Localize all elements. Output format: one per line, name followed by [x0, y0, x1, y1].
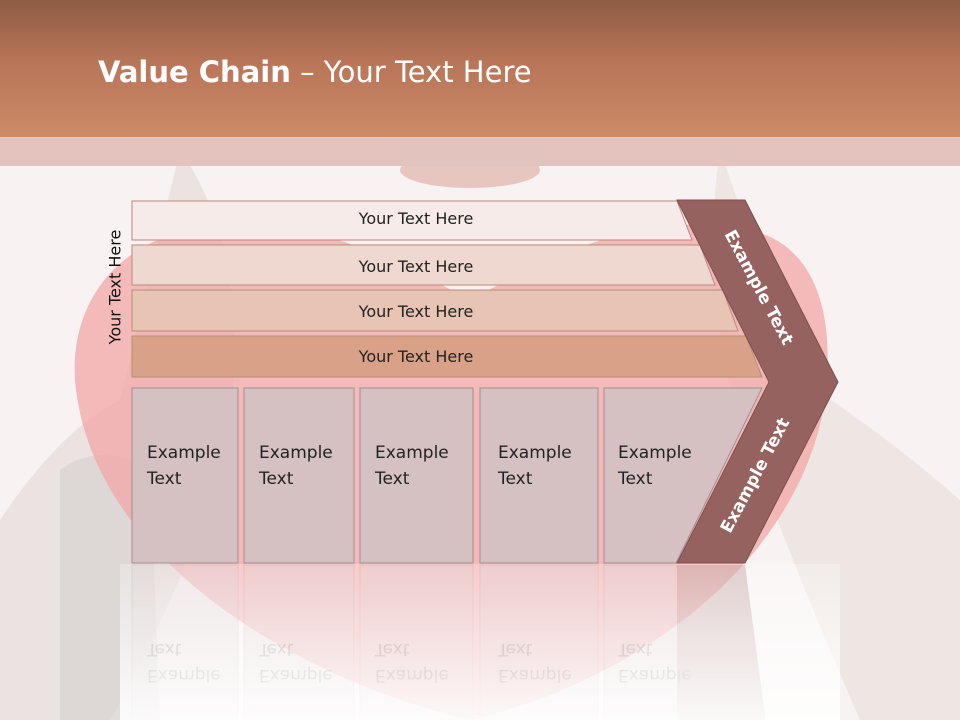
column-1 [131, 387, 239, 564]
title-bold: Value Chain [98, 55, 291, 89]
title-rest: – Your Text Here [290, 55, 532, 89]
bar-2-label: Your Text Here [358, 257, 474, 276]
primary-columns: Example Text Example Text Example Text E… [131, 387, 763, 564]
chevron-shape [676, 199, 839, 564]
column-2-line1: Example [259, 443, 333, 463]
header-strip [0, 137, 960, 166]
slide-title: Value Chain – Your Text Here [98, 55, 532, 89]
bar-2 [131, 244, 716, 286]
bar-3-label: Your Text Here [358, 302, 474, 321]
column-5-line1: Example [618, 443, 692, 463]
support-bars: Your Text Here Your Text Here Your Text … [131, 200, 763, 378]
column-3-line2: Text [374, 469, 410, 489]
bar-4-label: Your Text Here [358, 347, 474, 366]
column-3-line1: Example [375, 443, 449, 463]
bar-3 [131, 289, 739, 332]
column-4-line1: Example [498, 443, 572, 463]
bar-1-label: Your Text Here [358, 209, 474, 228]
bar-1 [131, 200, 693, 241]
column-3 [359, 387, 474, 564]
reflection-fade [120, 564, 840, 720]
column-4-line2: Text [497, 469, 533, 489]
header-band [0, 0, 960, 137]
column-2 [243, 387, 355, 564]
column-5-line2: Text [617, 469, 653, 489]
column-1-line1: Example [147, 443, 221, 463]
bar-4 [131, 335, 763, 378]
column-2-line2: Text [258, 469, 294, 489]
column-5 [603, 387, 763, 564]
column-4 [479, 387, 599, 564]
column-1-line2: Text [146, 469, 182, 489]
